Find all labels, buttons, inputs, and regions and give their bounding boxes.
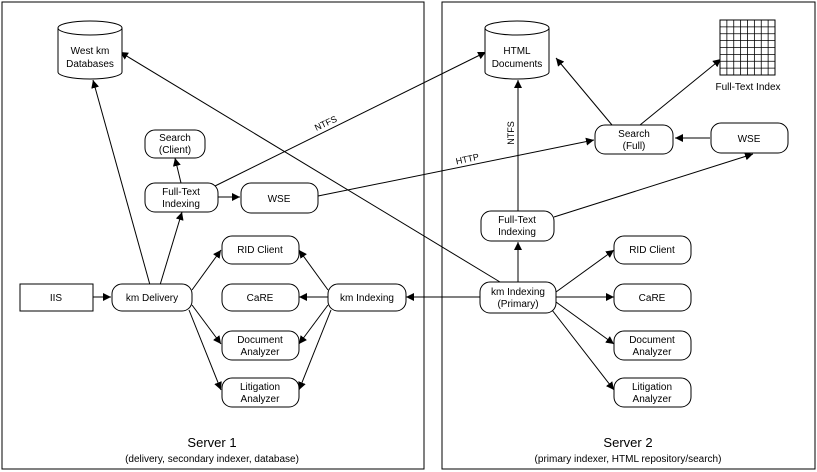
node-label-line: HTML (503, 46, 531, 57)
node-label-line: RID Client (629, 245, 675, 256)
node-label-line: Indexing (498, 227, 536, 238)
node-label-line: WSE (738, 134, 761, 145)
server2-subtitle: (primary indexer, HTML repository/search… (535, 454, 722, 465)
full-text-indexing-server2: Full-Text Indexing (480, 210, 555, 242)
document-analyzer-server1: Document Analyzer (221, 330, 300, 361)
full-text-index-label: Full-Text Index (715, 82, 780, 93)
litigation-analyzer-server1: Litigation Analyzer (221, 377, 300, 408)
node-label-line: (Client) (159, 145, 191, 156)
node-label-line: Analyzer (633, 394, 673, 405)
node-label-line: Full-Text (498, 215, 536, 226)
server1-panel (1, 1, 425, 470)
care-server1: CaRE (221, 283, 300, 312)
server1-title: Server 1 (187, 435, 236, 450)
rid-client-server2: RID Client (613, 235, 692, 265)
litigation-analyzer-server2: Litigation Analyzer (613, 377, 692, 408)
edge-label-http: HTTP (455, 152, 480, 167)
search-client: Search (Client) (144, 129, 206, 159)
iis: IIS (19, 283, 94, 312)
node-label-line: Litigation (632, 382, 672, 393)
node-label-line: WSE (268, 194, 291, 205)
care-server2: CaRE (613, 283, 692, 312)
node-label-line: Search (618, 129, 650, 140)
node-label-line: RID Client (237, 245, 283, 256)
node-label-line: (Primary) (497, 299, 538, 310)
html-documents: HTML Documents (484, 20, 550, 80)
node-label-line: Document (237, 335, 283, 346)
server1-subtitle: (delivery, secondary indexer, database) (125, 454, 299, 465)
node-label-line: Analyzer (633, 347, 673, 358)
server2-title: Server 2 (603, 435, 652, 450)
km-indexing: km Indexing (327, 283, 407, 312)
node-label-line: Indexing (162, 199, 200, 210)
node-label-line: IIS (50, 293, 63, 304)
connections (91, 51, 754, 391)
wse-server1: WSE (240, 182, 319, 214)
km-indexing-primary: km Indexing (Primary) (479, 281, 557, 314)
node-label-line: Full-Text (162, 187, 200, 198)
node-label-line: Document (629, 335, 675, 346)
node-label-line: CaRE (639, 293, 666, 304)
search-full: Search (Full) (594, 124, 674, 155)
document-analyzer-server2: Document Analyzer (613, 330, 692, 361)
full-text-index-grid (719, 19, 776, 76)
node-label-line: (Full) (623, 141, 646, 152)
wse-server2: WSE (710, 122, 789, 154)
node-label-line: Databases (66, 59, 114, 70)
node-label-line: Documents (492, 59, 543, 70)
node-label-line: Search (159, 133, 191, 144)
node-label-line: km Delivery (126, 293, 178, 304)
edge-label-ntfs-vertical: NTFS (506, 121, 516, 145)
node-label-line: West km (71, 46, 110, 57)
west-km-databases: West km Databases (57, 20, 123, 80)
node-label-line: km Indexing (491, 287, 545, 298)
rid-client-server1: RID Client (221, 235, 300, 265)
node-label-line: km Indexing (340, 293, 394, 304)
node-label-line: Analyzer (241, 394, 281, 405)
node-label-line: CaRE (247, 293, 274, 304)
km-delivery: km Delivery (111, 283, 193, 312)
full-text-indexing-server1: Full-Text Indexing (144, 182, 219, 213)
node-label-line: Analyzer (241, 347, 281, 358)
node-label-line: Litigation (240, 382, 280, 393)
